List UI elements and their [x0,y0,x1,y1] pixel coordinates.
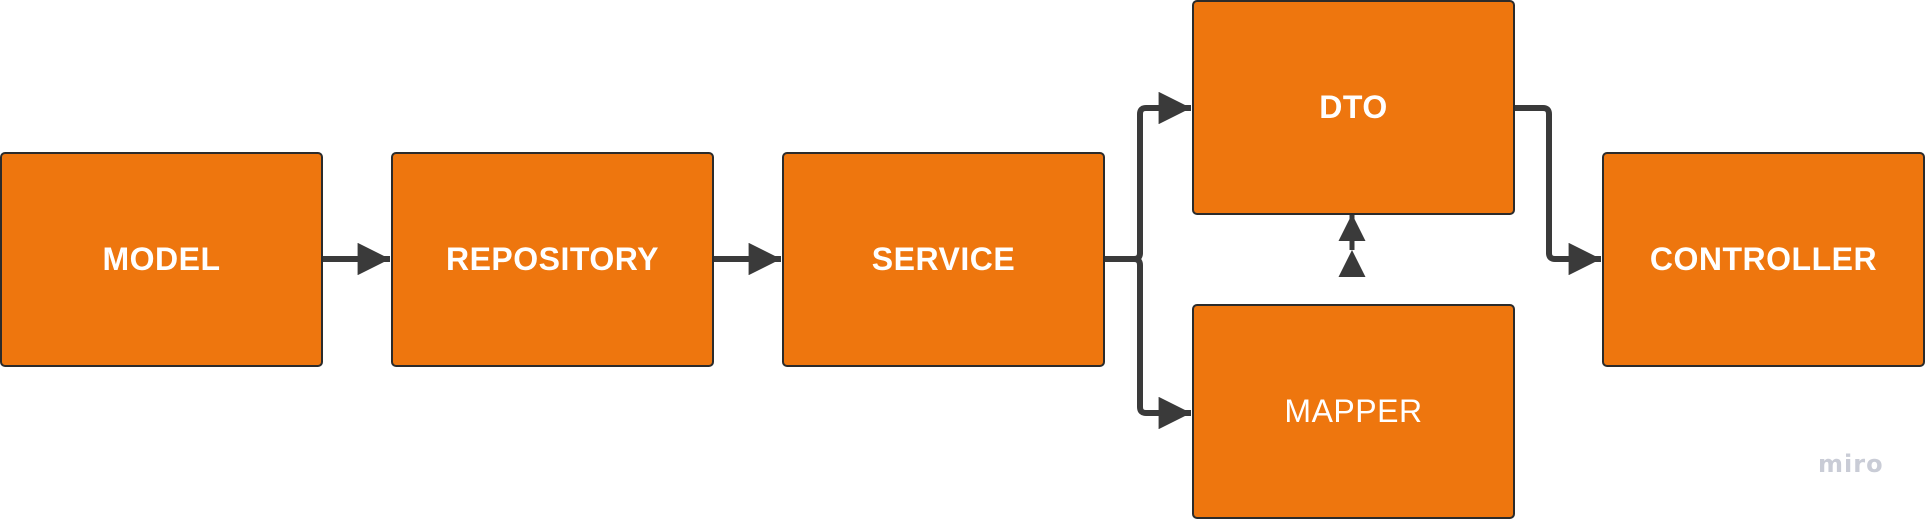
node-dto[interactable]: DTO [1192,0,1515,215]
edge-dto-controller [1515,105,1601,276]
edge-service-mapper [1133,256,1191,430]
miro-watermark: miro [1818,450,1884,478]
node-repository[interactable]: REPOSITORY [391,152,714,367]
node-model[interactable]: MODEL [0,152,323,367]
node-mapper[interactable]: MAPPER [1192,304,1515,519]
node-controller[interactable]: CONTROLLER [1602,152,1925,367]
edge-service-dto [1105,91,1191,262]
node-service[interactable]: SERVICE [782,152,1105,367]
